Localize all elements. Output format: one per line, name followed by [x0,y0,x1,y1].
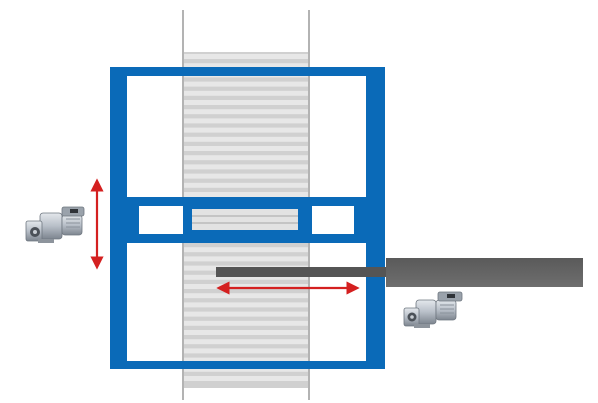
conveyor-roller [184,81,308,87]
conveyor-roller [184,118,308,124]
conveyor-roller [184,146,308,151]
gantry-frame [110,67,385,369]
conveyor-roller [184,164,308,170]
conveyor-roller [184,182,308,188]
conveyor-roller [184,247,308,253]
conveyor-roller [184,357,308,363]
arm-inner-section [216,267,389,277]
horizontal-drive-motor-icon [403,291,463,328]
frame-left-post-inner [118,67,126,369]
conveyor-roller [184,256,308,262]
frame-top-beam [110,67,385,76]
conveyor-roller [184,293,308,299]
cross-carriage [127,197,366,243]
conveyor-roller [184,136,308,142]
conveyor-roller [184,155,308,161]
conveyor-roller [184,348,308,354]
arm-outer-section [386,258,583,287]
conveyor-roller [184,192,308,197]
conveyor-roller [184,376,308,381]
conveyor-roller [184,274,308,280]
conveyor-roller [184,366,308,372]
conveyor-roller [184,173,308,179]
carriage-opening-right [312,206,354,234]
conveyor-roller [184,302,308,308]
conveyor-roller [184,127,308,133]
conveyor-roller [184,311,308,317]
frame-right-post [366,67,385,369]
conveyor-roller [184,90,308,96]
conveyor-roller [184,100,308,105]
conveyor-roller [184,330,308,335]
vertical-drive-motor-icon [25,206,85,243]
telescopic-arm [216,258,583,287]
shuttle-window [192,209,298,230]
conveyor-roller [184,320,308,326]
conveyor-rollers [184,54,308,381]
conveyor-roller [184,54,308,59]
conveyor-roller [184,63,308,69]
carriage-opening-left [139,206,183,234]
conveyor-roller [184,109,308,115]
frame-bottom-beam [110,361,385,369]
conveyor-roller [184,339,308,345]
